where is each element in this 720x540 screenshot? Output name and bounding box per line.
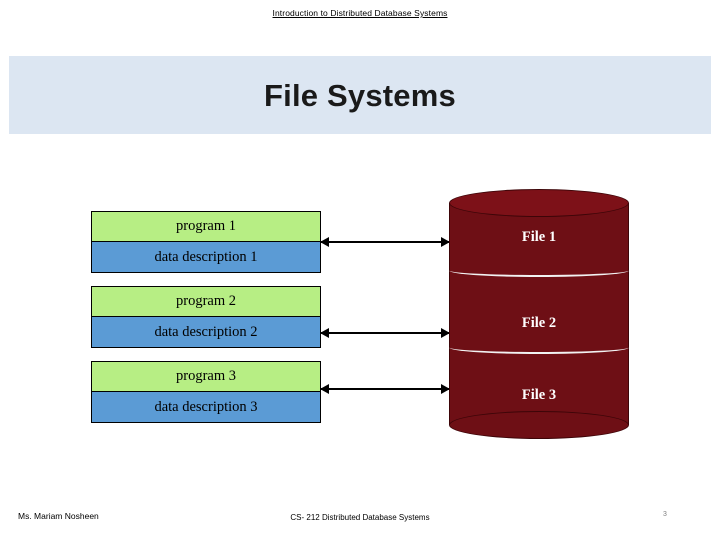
program-block-group: program 1 data description 1 program 2 d…	[91, 211, 321, 423]
program-group-1: program 1 data description 1	[91, 211, 321, 273]
footer-author: Ms. Mariam Nosheen	[18, 511, 99, 521]
spacer-1	[91, 273, 321, 286]
page-title: File Systems	[264, 78, 456, 113]
header-note: Introduction to Distributed Database Sys…	[272, 8, 448, 18]
cylinder-bottom	[449, 411, 629, 439]
data-description-cell-3: data description 3	[91, 392, 321, 423]
program-cell-2: program 2	[91, 286, 321, 317]
spacer-2	[91, 348, 321, 361]
footer-course: CS- 212 Distributed Database Systems	[290, 513, 430, 522]
connector-arrow-1	[320, 237, 450, 247]
data-description-cell-1: data description 1	[91, 242, 321, 273]
data-description-cell-2: data description 2	[91, 317, 321, 348]
program-cell-1: program 1	[91, 211, 321, 242]
cylinder-divider-2	[449, 341, 629, 354]
cylinder-top	[449, 189, 629, 217]
file-label-3: File 3	[521, 387, 557, 403]
file-label-2: File 2	[521, 315, 557, 331]
title-band: File Systems	[9, 56, 711, 134]
program-group-2: program 2 data description 2	[91, 286, 321, 348]
connector-arrow-3	[320, 384, 450, 394]
database-cylinder: File 1 File 2 File 3	[449, 189, 629, 439]
cylinder-divider-1	[449, 264, 629, 277]
connector-arrow-2	[320, 328, 450, 338]
cylinder-body	[449, 203, 629, 425]
footer-page-number: 3	[663, 511, 667, 518]
program-group-3: program 3 data description 3	[91, 361, 321, 423]
program-cell-3: program 3	[91, 361, 321, 392]
file-label-1: File 1	[521, 229, 557, 245]
